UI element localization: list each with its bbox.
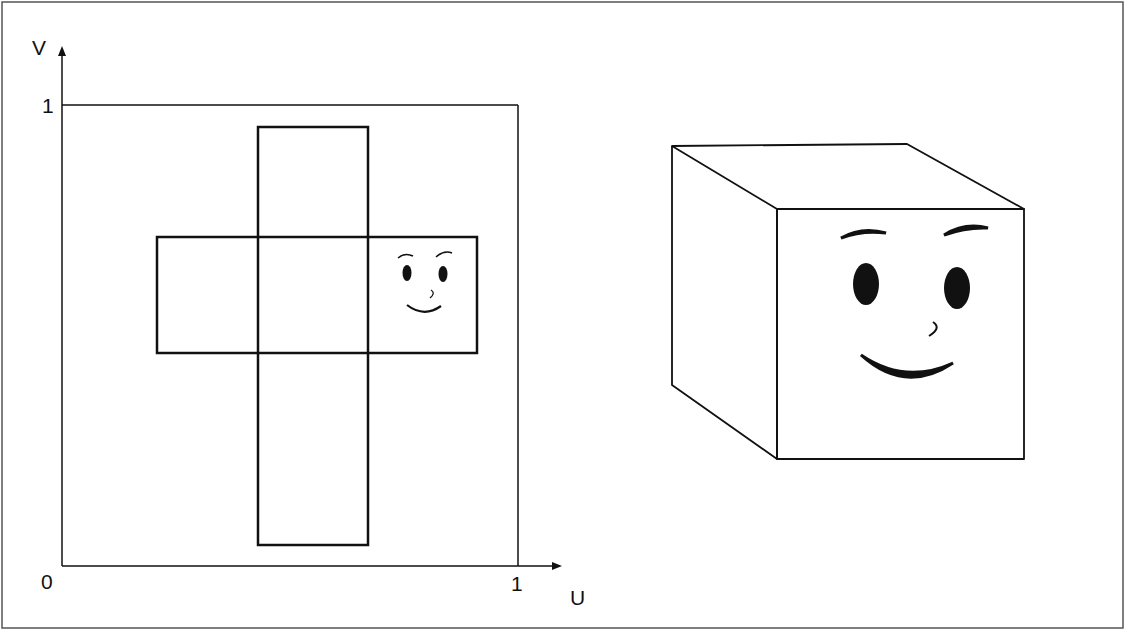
tick-value: 1: [511, 573, 523, 594]
tick-value: 1: [42, 95, 54, 116]
v-arrowhead: [58, 46, 66, 56]
small-face: [398, 252, 452, 312]
u-arrowhead: [552, 562, 562, 570]
tick-value: 0: [41, 571, 53, 592]
cube-face: [841, 226, 988, 377]
axis-name: U: [570, 587, 585, 608]
cube-net: [157, 127, 477, 545]
cube: [672, 144, 1024, 459]
axes: [62, 52, 556, 566]
axis-name: V: [32, 37, 46, 58]
